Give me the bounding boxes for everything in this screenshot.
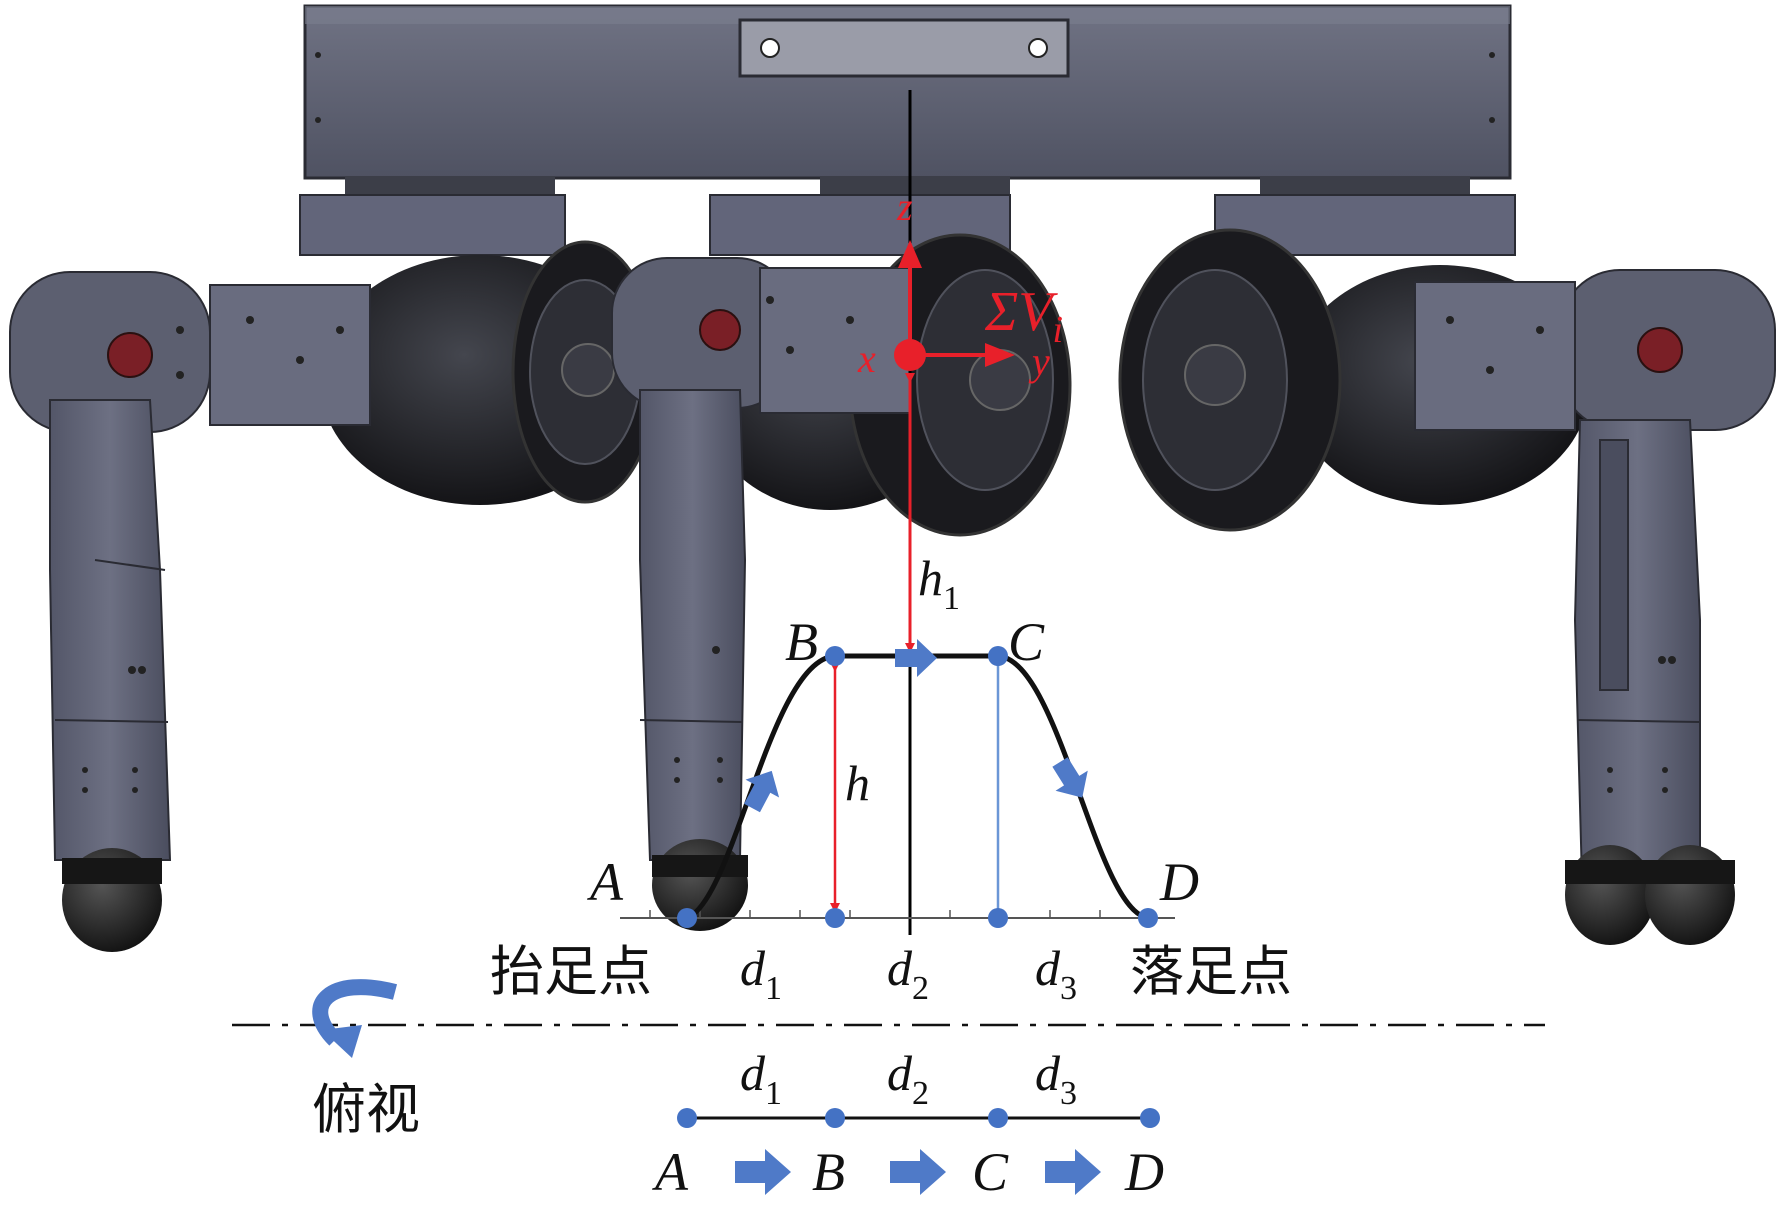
velocity-label: ΣVi [984, 281, 1063, 351]
direction-arrow-icon [895, 639, 937, 677]
joint-cap-icon [699, 309, 741, 351]
label-d1-top: d1 [740, 1045, 782, 1112]
label-d2-side: d2 [887, 940, 929, 1007]
label-top-view: 俯视 [312, 1078, 420, 1141]
top-label-b: B [812, 1142, 845, 1202]
top-point-d-marker [1140, 1108, 1160, 1128]
label-d: D [1159, 852, 1199, 912]
top-label-d: D [1124, 1142, 1164, 1202]
trajectory-side-view: B C A D h h1 d1 d2 d3 抬足点 落足点 [490, 90, 1292, 1007]
direction-arrow-icon [744, 770, 780, 813]
label-lift-point: 抬足点 [490, 940, 652, 1003]
label-d1-side: d1 [740, 940, 782, 1007]
trajectory-top-view: d1 d2 d3 A B C D [652, 1045, 1164, 1202]
origin-marker [894, 339, 926, 371]
plate-hole-icon [1028, 38, 1048, 58]
direction-arrow-icon [1052, 757, 1088, 798]
axis-label-z: z [896, 184, 913, 229]
label-a: A [587, 852, 624, 912]
left-leg [9, 194, 659, 952]
top-point-a-marker [677, 1108, 697, 1128]
point-b-drop-marker [825, 908, 845, 928]
axis-label-y: y [1028, 339, 1050, 384]
label-land-point: 落足点 [1130, 940, 1292, 1003]
point-c-marker [988, 646, 1008, 666]
axis-label-x: x [857, 336, 876, 381]
sequence-arrow-icon [890, 1149, 946, 1195]
top-label-a: A [652, 1142, 689, 1202]
top-view-rotate-icon [312, 979, 398, 1058]
point-a-marker [677, 908, 697, 928]
sequence-arrow-icon [1045, 1149, 1101, 1195]
label-c: C [1008, 612, 1045, 672]
label-d3-side: d3 [1035, 940, 1077, 1007]
label-b: B [785, 612, 818, 672]
joint-cap-icon [1637, 327, 1683, 373]
point-b-marker [825, 646, 845, 666]
body-coordinate-frame: z x y ΣVi [857, 184, 1063, 384]
label-h: h [845, 755, 870, 811]
label-d2-top: d2 [887, 1045, 929, 1112]
top-point-b-marker [825, 1108, 845, 1128]
label-d3-top: d3 [1035, 1045, 1077, 1112]
top-point-c-marker [988, 1108, 1008, 1128]
robot-illustration [9, 4, 1776, 952]
point-c-drop-marker [988, 908, 1008, 928]
point-d-marker [1138, 908, 1158, 928]
sequence-arrow-icon [735, 1149, 791, 1195]
top-label-c: C [972, 1142, 1009, 1202]
right-leg [1118, 194, 1776, 945]
plate-hole-icon [760, 38, 780, 58]
body-plate [738, 18, 1070, 78]
joint-cap-icon [107, 332, 153, 378]
label-h1: h1 [918, 550, 960, 617]
